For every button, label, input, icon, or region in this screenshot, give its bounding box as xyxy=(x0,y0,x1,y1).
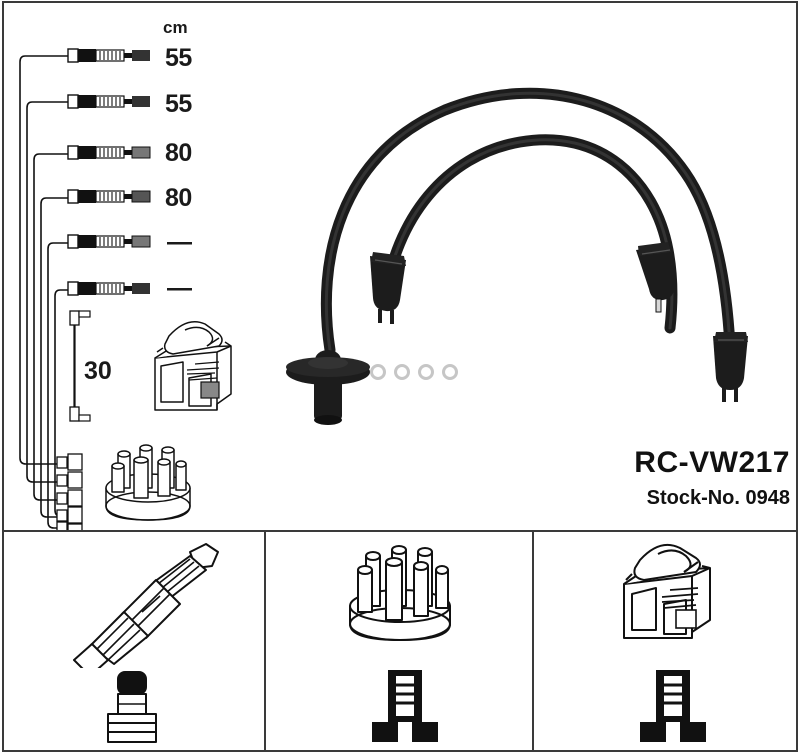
cable-assembly-3 xyxy=(67,145,151,160)
frame-top-border xyxy=(2,1,798,3)
product-title: RC-VW217 xyxy=(634,446,790,479)
distributor-cap-icon xyxy=(349,545,451,641)
panel-horizontal-divider xyxy=(2,530,798,532)
unit-label-cm: cm xyxy=(163,18,188,37)
cable-assembly-2 xyxy=(67,94,150,109)
ribbed-terminal-icon-right xyxy=(640,670,706,742)
cable-boot-left-middle xyxy=(370,252,406,324)
length-label-3: 80 xyxy=(165,139,192,167)
ignition-cable-set-photo xyxy=(286,87,748,425)
frame-left-border xyxy=(2,1,4,752)
length-label-4: 80 xyxy=(165,184,192,212)
ignition-coil-illustration xyxy=(154,321,232,411)
rubber-seal-rings xyxy=(370,364,458,380)
cable-assembly-6 xyxy=(67,281,150,296)
cable-grommet-left xyxy=(286,350,370,425)
frame-bottom-border xyxy=(2,750,798,752)
ignition-cable-long xyxy=(286,87,748,425)
stock-number: Stock-No. 0948 xyxy=(646,487,790,509)
length-label-5: — xyxy=(167,228,192,256)
cable-boot-right-lower xyxy=(713,332,748,402)
frame-right-border xyxy=(796,1,798,752)
length-label-2: 55 xyxy=(165,90,192,118)
distributor-cap-illustration xyxy=(105,444,191,521)
ignition-coil-icon xyxy=(623,544,711,639)
coil-lead-length-label: 30 xyxy=(84,357,112,385)
length-label-6: — xyxy=(167,274,192,302)
cable-assembly-4 xyxy=(67,189,151,204)
ribbed-terminal-icon-center xyxy=(372,670,438,742)
spark-plug-icon xyxy=(73,543,219,668)
straight-boot-connector-icon xyxy=(107,671,157,743)
cable-harness-schematic xyxy=(19,55,83,530)
panel-vertical-divider-right xyxy=(532,531,534,751)
cable-assembly-1 xyxy=(67,48,150,63)
cable-connector-assemblies xyxy=(67,48,151,296)
panel-vertical-divider-left xyxy=(264,531,266,751)
length-label-1: 55 xyxy=(165,44,192,72)
cable-boot-right-middle xyxy=(636,242,675,313)
coil-lead-schematic xyxy=(69,310,91,422)
ignition-cable-short xyxy=(370,134,678,334)
cable-assembly-5 xyxy=(67,234,151,249)
